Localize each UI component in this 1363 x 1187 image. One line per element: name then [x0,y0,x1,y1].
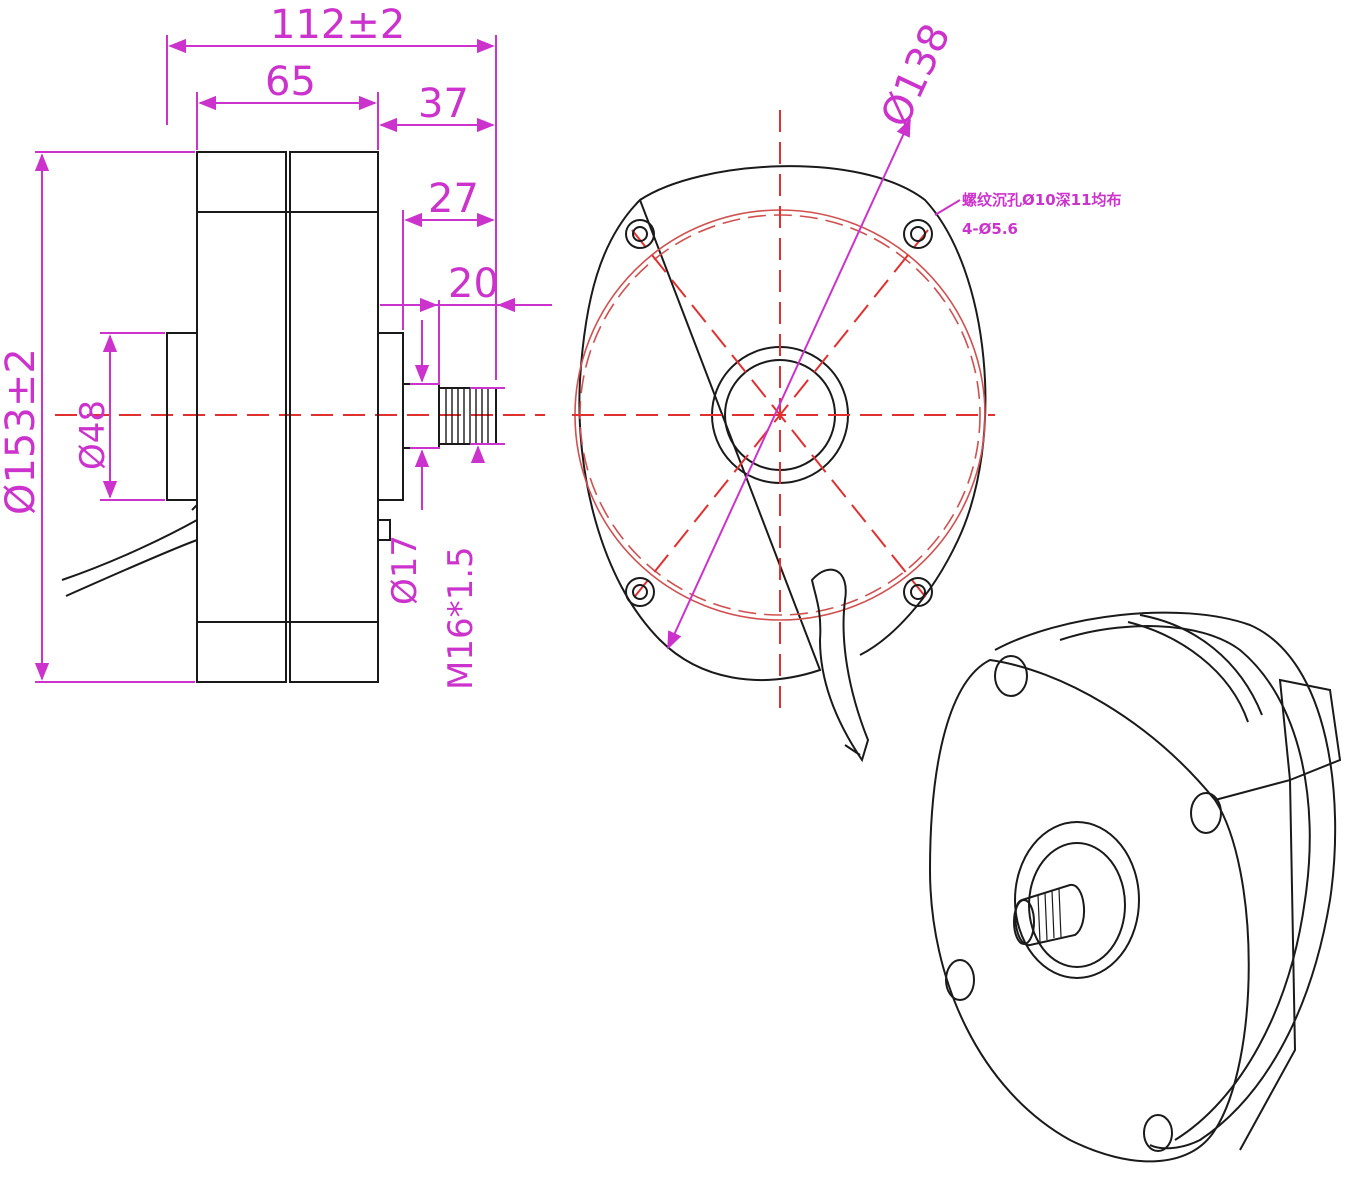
side-view: 112±2 65 37 27 20 Ø153±2 Ø48 Ø [0,2,552,690]
iso-front-face [928,658,1250,1163]
dim-bolt-circle-line [667,118,911,650]
iso-mount-hole-2 [1190,792,1222,834]
side-cable-tab [378,519,391,541]
note-hole-count: 4-Ø5.6 [962,220,1018,238]
isometric-view [928,611,1342,1163]
side-body-front-half [289,151,379,683]
side-rear-boss [166,332,198,501]
front-mount-hole-tl [625,219,655,249]
iso-mount-hole-3 [945,959,975,1001]
iso-shaft [1014,883,1086,946]
iso-mount-hole-4 [1143,1114,1173,1152]
dim-body-length: 65 [265,59,316,105]
dim-shaft-projection: 27 [428,176,479,222]
iso-back-rim [994,611,1337,1150]
iso-shaft-thread [1037,888,1062,943]
dim-rear-boss-diameter: Ø48 [73,400,113,470]
dim-thread-length: 20 [448,261,499,307]
iso-hub-inner [1028,842,1126,968]
side-body-rear-half [196,151,287,683]
note-threaded-holes: 螺纹沉孔Ø10深11均布 [962,191,1122,209]
dim-shaft-diameter: Ø17 [385,535,425,605]
iso-hub-outer [1014,821,1140,979]
iso-mount-hole-1 [994,655,1028,697]
front-view: Ø138 螺纹沉孔Ø10深11均布 4-Ø5.6 [572,17,1122,763]
side-thread [438,387,497,445]
dim-overall-diameter: Ø153±2 [0,348,44,515]
iso-side-band [1278,678,1342,782]
side-cable [61,504,198,597]
dim-overall-length: 112±2 [270,2,405,48]
dim-bolt-circle-diameter: Ø138 [872,17,959,134]
dim-front-projection: 37 [418,81,469,127]
side-thread-hatch [445,388,489,444]
front-outer-profile [578,165,987,681]
side-front-boss [377,332,404,501]
front-cable [810,568,870,763]
dim-thread-spec: M16*1.5 [441,546,481,690]
front-mount-hole-bl [625,577,655,607]
